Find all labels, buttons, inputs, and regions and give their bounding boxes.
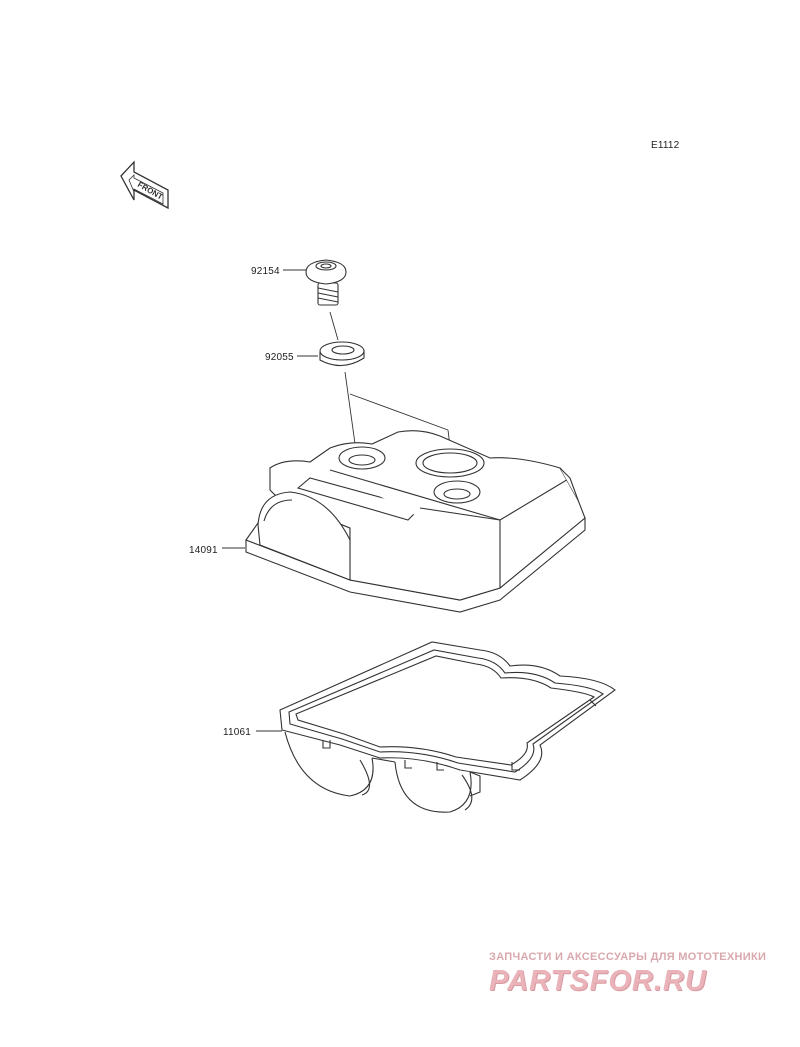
part-number-label: 11061 — [223, 727, 252, 738]
watermark-logo: PARTSFOR.RU — [489, 965, 707, 997]
washer-part-92055 — [319, 341, 365, 367]
front-arrow-icon: FRONT — [120, 160, 169, 210]
part-number-label: 92055 — [265, 352, 294, 363]
bolt-part-92154 — [305, 259, 347, 306]
gasket-part-11061 — [279, 641, 616, 813]
part-number-label: 14091 — [189, 545, 218, 556]
part-number-label: 92154 — [251, 266, 280, 277]
watermark-tagline: ЗАПЧАСТИ И АКСЕССУАРЫ ДЛЯ МОТОТЕХНИКИ — [489, 951, 767, 963]
diagram-code: E1112 — [651, 140, 680, 151]
cover-part-14091 — [245, 430, 586, 613]
